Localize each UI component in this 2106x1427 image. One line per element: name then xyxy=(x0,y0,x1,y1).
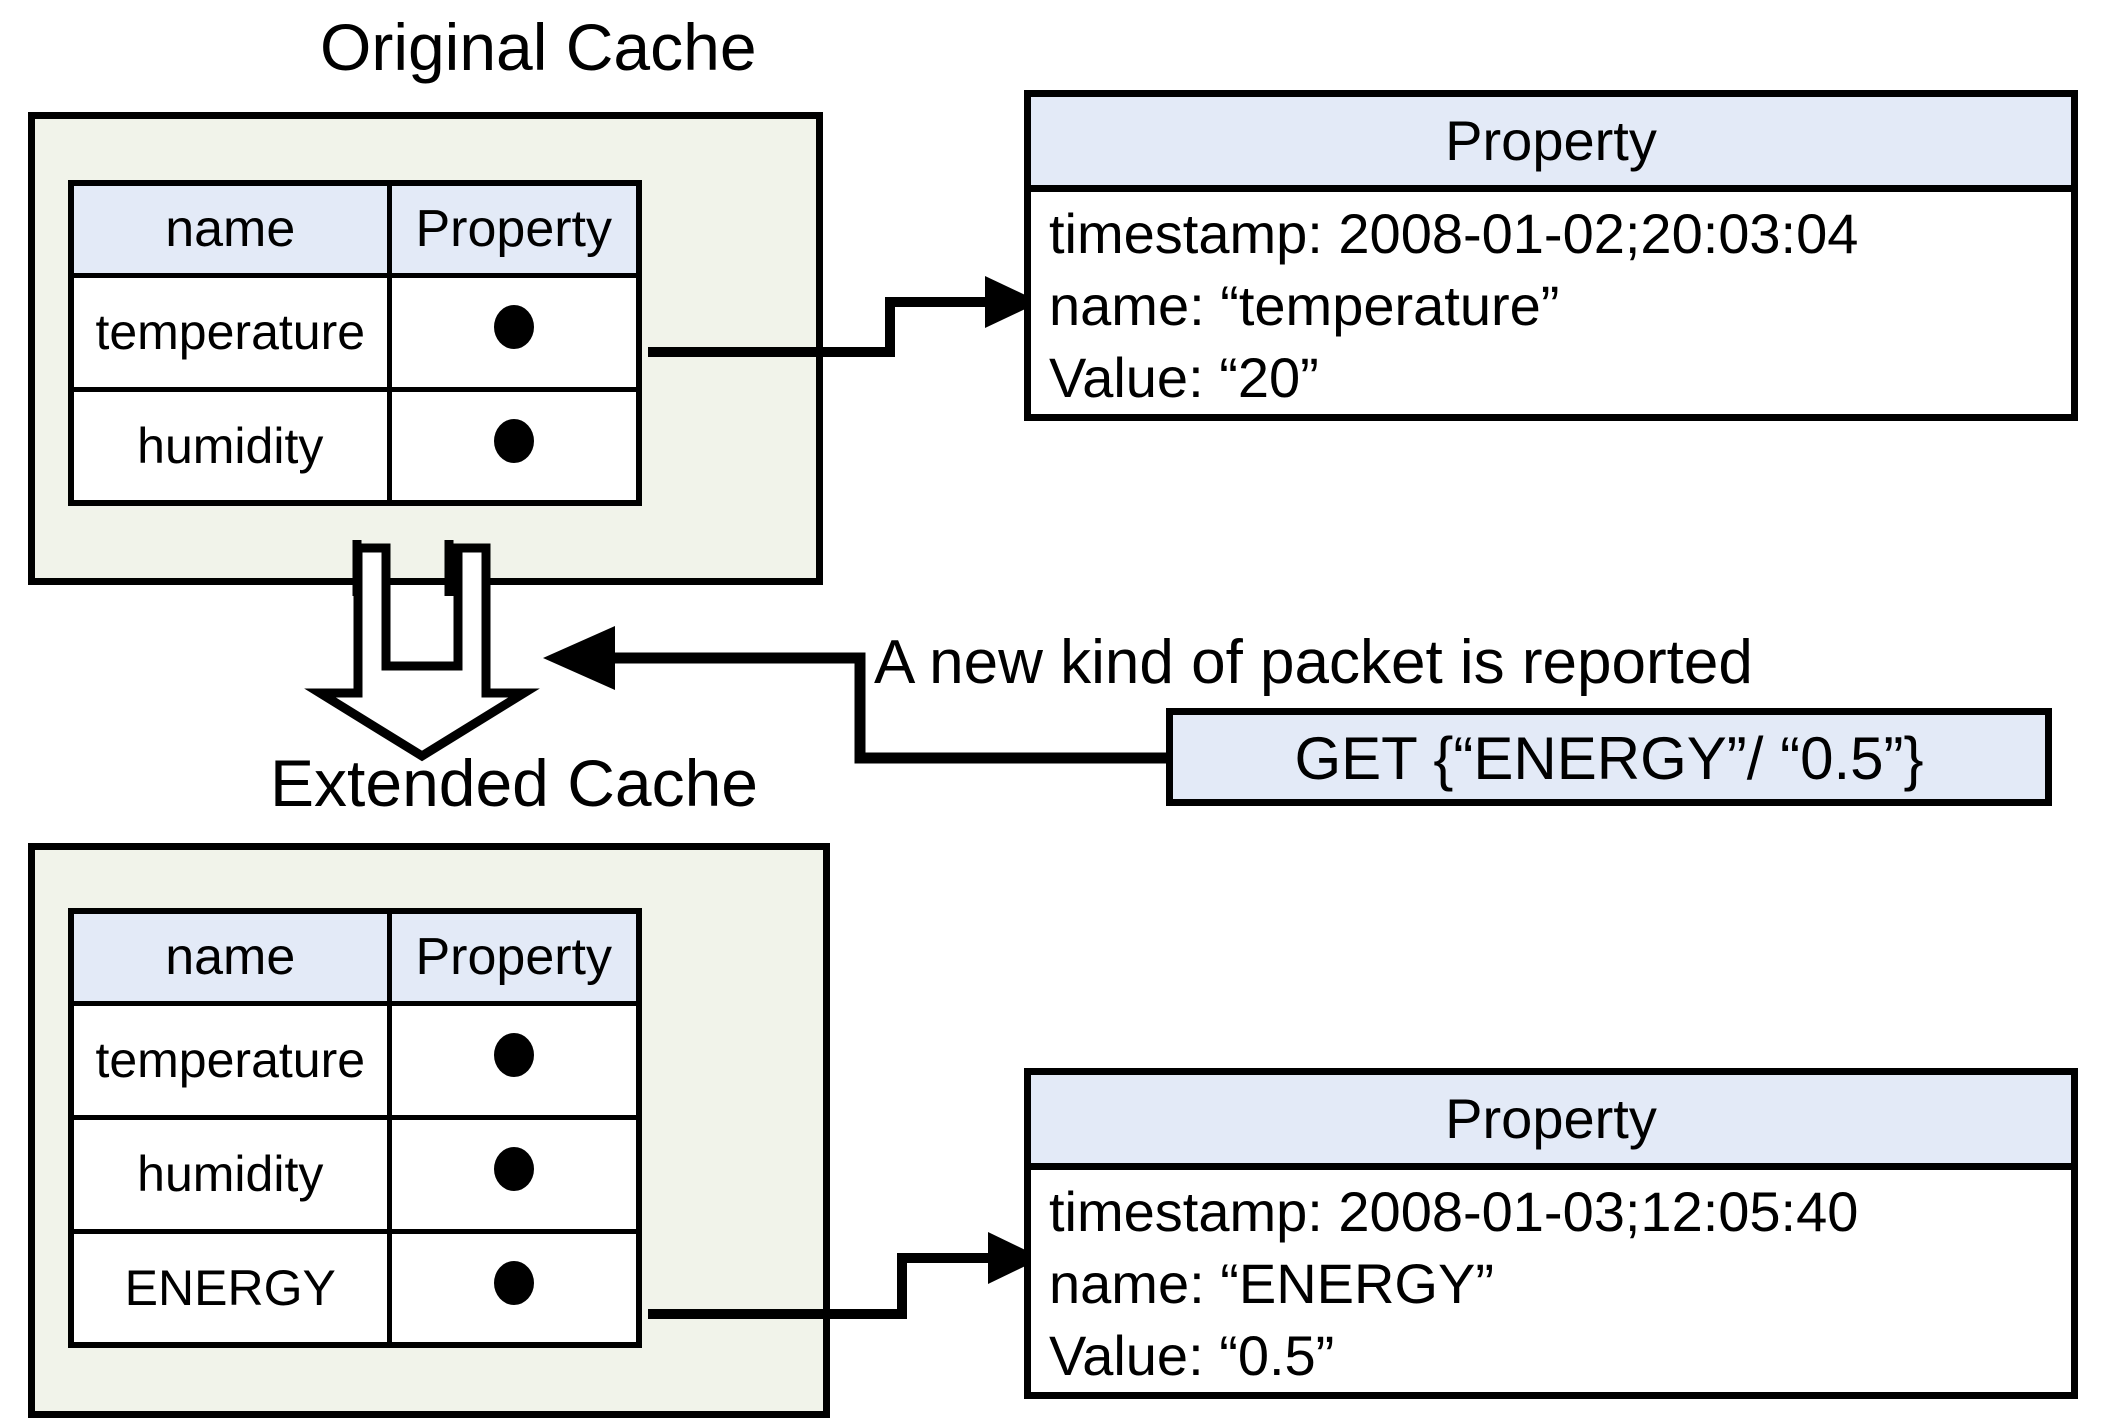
cell-property-ref-energy xyxy=(386,1228,642,1348)
property-object-bottom: Property timestamp: 2008-01-03;12:05:40 … xyxy=(1024,1068,2078,1399)
extends-arrow-stems xyxy=(352,540,454,596)
property-line-value: Value: “0.5” xyxy=(1049,1324,1335,1387)
table-row: humidity xyxy=(68,386,642,506)
property-bullet-icon xyxy=(493,305,534,349)
property-object-top: Property timestamp: 2008-01-02;20:03:04 … xyxy=(1024,90,2078,421)
table-header-row: name Property xyxy=(68,180,642,278)
original-cache-title: Original Cache xyxy=(320,10,757,84)
cell-property-ref-temperature xyxy=(386,272,642,392)
property-line-name: name: “ENERGY” xyxy=(1049,1252,1494,1315)
property-object-bottom-title: Property xyxy=(1031,1075,2071,1170)
extends-block-arrow-icon xyxy=(304,543,540,762)
table-row: humidity xyxy=(68,1114,642,1234)
column-header-property: Property xyxy=(386,180,642,278)
connector-temperature-to-property xyxy=(648,276,1040,357)
cell-property-ref-humidity xyxy=(386,1114,642,1234)
property-line-value: Value: “20” xyxy=(1049,346,1319,409)
cell-name-humidity: humidity xyxy=(68,386,392,506)
table-row: temperature xyxy=(68,272,642,392)
packet-message-box: GET {“ENERGY”/ “0.5”} xyxy=(1166,708,2052,806)
cell-name-humidity: humidity xyxy=(68,1114,392,1234)
column-header-name: name xyxy=(68,180,392,278)
property-line-timestamp: timestamp: 2008-01-03;12:05:40 xyxy=(1049,1180,1859,1243)
property-bullet-icon xyxy=(493,1033,534,1077)
extended-cache-title: Extended Cache xyxy=(270,746,759,820)
table-row: temperature xyxy=(68,1000,642,1120)
property-object-top-title: Property xyxy=(1031,97,2071,192)
cell-name-temperature: temperature xyxy=(68,1000,392,1120)
connector-energy-to-property xyxy=(648,1232,1042,1319)
property-object-bottom-body: timestamp: 2008-01-03;12:05:40 name: “EN… xyxy=(1031,1170,2071,1392)
property-bullet-icon xyxy=(493,418,534,463)
new-packet-annotation: A new kind of packet is reported xyxy=(874,628,1753,697)
table-header-row: name Property xyxy=(68,908,642,1006)
column-header-name: name xyxy=(68,908,392,1006)
property-line-name: name: “temperature” xyxy=(1049,274,1560,337)
property-object-top-body: timestamp: 2008-01-02;20:03:04 name: “te… xyxy=(1031,192,2071,414)
connector-packet-to-cache xyxy=(543,626,1185,764)
extended-cache-table: name Property temperature humidity ENERG… xyxy=(68,908,642,1348)
cell-name-temperature: temperature xyxy=(68,272,392,392)
cell-name-energy: ENERGY xyxy=(68,1228,392,1348)
cell-property-ref-temperature xyxy=(386,1000,642,1120)
table-row: ENERGY xyxy=(68,1228,642,1348)
column-header-property: Property xyxy=(386,908,642,1006)
property-line-timestamp: timestamp: 2008-01-02;20:03:04 xyxy=(1049,202,1859,265)
original-cache-table: name Property temperature humidity xyxy=(68,180,642,506)
property-bullet-icon xyxy=(493,1260,534,1305)
property-bullet-icon xyxy=(493,1147,534,1191)
cell-property-ref-humidity xyxy=(386,386,642,506)
